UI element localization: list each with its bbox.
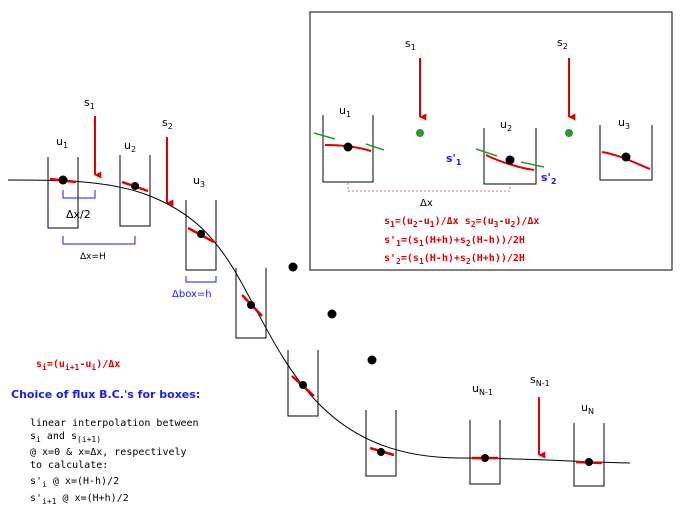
center-dot-4 xyxy=(247,301,255,309)
slope-left-1 xyxy=(313,132,336,140)
ellipsis-dot xyxy=(367,355,377,365)
inset-flux-point-1 xyxy=(416,129,424,137)
flux-formula: si=(ui+1-ui)/Δx xyxy=(36,359,120,372)
dbox-label: Δbox=h xyxy=(172,289,212,300)
half-dx-label: Δx/2 xyxy=(66,208,91,221)
inset-label-u2: u2 xyxy=(500,118,512,133)
inset-label-s1: s1 xyxy=(405,37,416,52)
ellipsis-dots xyxy=(288,262,377,365)
box-label-un-1: uN-1 xyxy=(472,382,493,397)
center-dot-5 xyxy=(299,381,307,389)
inset-box-u3 xyxy=(599,125,653,181)
center-dot-3 xyxy=(197,230,205,238)
box-label-u3: u3 xyxy=(193,174,205,189)
measure-brackets xyxy=(62,190,217,283)
flux-label-sn-1: sN-1 xyxy=(530,373,550,388)
slope-right-1 xyxy=(365,143,385,151)
flux-label-s1: s1 xyxy=(84,96,95,111)
inset-label-u1: u1 xyxy=(339,104,351,119)
bc-line-3: @ x=0 & x=Δx, respectively xyxy=(30,447,187,458)
bc-title: Choice of flux B.C.'s for boxes: xyxy=(11,388,200,401)
box-6 xyxy=(365,410,397,477)
bc-description: linear interpolation between si and s(i+… xyxy=(30,418,199,506)
center-dot-2 xyxy=(131,182,139,190)
box-centers xyxy=(58,175,593,466)
center-dot-n-1 xyxy=(481,454,489,462)
slope-right-2 xyxy=(520,161,545,168)
box-3 xyxy=(185,200,217,271)
inset-label-sp2: s'2 xyxy=(541,171,557,186)
box-label-u1: u1 xyxy=(56,135,68,150)
bc-line-2: si and s(i+1) xyxy=(30,431,101,444)
inset-label-u3: u3 xyxy=(618,116,630,131)
bc-line-6: s'i+1 @ x=(H+h)/2 xyxy=(30,493,129,506)
dbox-bracket xyxy=(185,276,217,283)
box-2 xyxy=(119,155,151,227)
inset-label-s2: s2 xyxy=(557,36,568,51)
dx-label: Δx=H xyxy=(80,252,106,262)
bc-line-1: linear interpolation between xyxy=(30,418,199,429)
box-label-u2: u2 xyxy=(124,139,136,154)
inset-box-u2 xyxy=(483,128,537,185)
inset-label-sp1: s'1 xyxy=(446,152,462,167)
box-label-un: uN xyxy=(581,401,594,416)
inset-dot-u2 xyxy=(505,155,515,165)
inset-dx-label: Δx xyxy=(420,198,433,209)
inset-dot-u3 xyxy=(621,152,631,162)
half-dx-bracket xyxy=(62,190,96,199)
inset-dot-u1 xyxy=(343,142,353,152)
inset-dx-bracket xyxy=(347,183,511,192)
inset-formula-3: s'2=(s1(H-h)+s2(H+h))/2H xyxy=(384,253,525,266)
inset-slopes xyxy=(313,132,545,168)
flux-label-s2: s2 xyxy=(162,116,173,131)
slope-left-2 xyxy=(475,148,498,157)
center-dot-1 xyxy=(58,175,68,185)
bc-line-5: s'i @ x=(H-h)/2 xyxy=(30,476,119,489)
box-n-1 xyxy=(469,420,501,485)
ellipsis-dot xyxy=(327,309,337,319)
box-4 xyxy=(235,268,267,339)
inset-formula-2: s'1=(s1(H+h)+s2(H-h))/2H xyxy=(384,235,525,248)
inset-flux-point-2 xyxy=(565,129,573,137)
inset-formula-1: s1=(u2-u1)/Δx s2=(u3-u2)/Δx xyxy=(384,216,539,229)
inset-frame xyxy=(309,11,673,271)
ellipsis-dot xyxy=(288,262,298,272)
center-dot-6 xyxy=(377,448,385,456)
inset-panel: s1 s2 u1 u2 u3 s'1 s'2 Δx s1=(u2-u1)/Δx … xyxy=(309,11,673,271)
bc-line-4: to calculate: xyxy=(30,460,108,471)
center-dot-n xyxy=(585,458,593,466)
dx-bracket xyxy=(62,236,136,245)
inset-box-u1 xyxy=(322,115,374,183)
box-5 xyxy=(287,350,319,417)
box-1 xyxy=(47,157,79,229)
box-n xyxy=(573,423,605,487)
